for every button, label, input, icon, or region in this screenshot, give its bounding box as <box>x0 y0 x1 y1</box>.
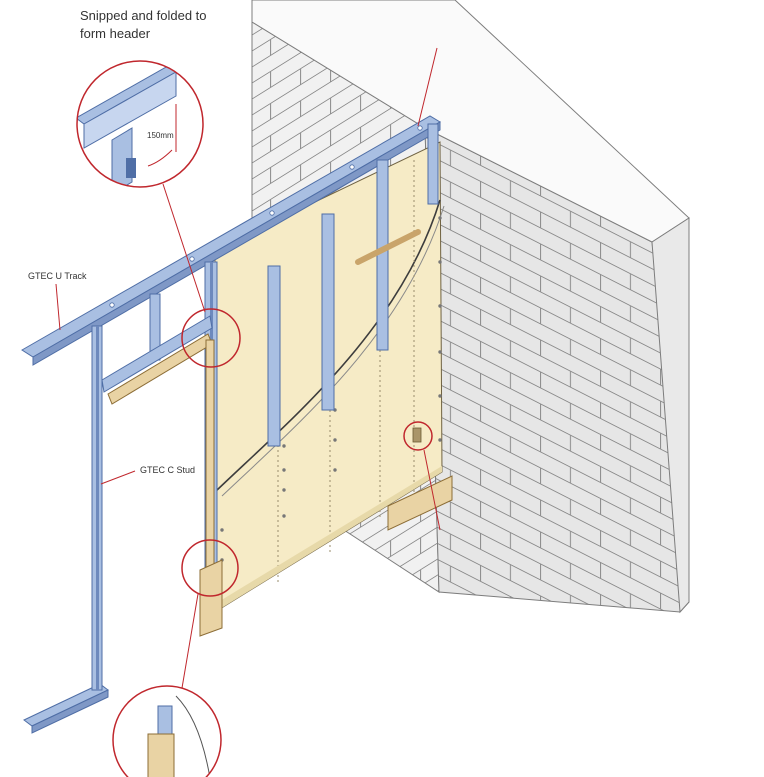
callout-leader <box>417 47 438 127</box>
caption-line-1: Snipped and folded to <box>80 8 207 23</box>
plasterboard-cut-edge <box>214 199 441 493</box>
base-detail-callout <box>112 685 222 777</box>
dimension-label: 150mm <box>147 131 174 140</box>
callouts <box>55 47 441 777</box>
steel-framing <box>21 115 453 734</box>
u-track-head-flange <box>32 121 441 366</box>
c-stud <box>267 265 281 447</box>
skirting-timber <box>387 475 453 531</box>
board-fixings <box>220 216 442 562</box>
plasterboard-cut-edge-inner <box>221 205 445 497</box>
label-leader <box>55 283 61 331</box>
label-leader <box>100 470 136 485</box>
u-track-label: GTEC U Track <box>28 271 87 281</box>
c-stud <box>321 213 335 411</box>
u-track-floor-flange <box>31 689 109 734</box>
c-stud <box>427 123 439 205</box>
callout-leader <box>162 183 206 313</box>
header-detail-callout <box>76 60 204 188</box>
c-stud-web <box>96 326 99 690</box>
base-junction-callout <box>181 539 239 597</box>
door-frame-timber <box>199 559 223 637</box>
skirting-fixing-callout <box>403 421 433 451</box>
fixing-bracket <box>412 427 422 443</box>
door-header <box>101 315 213 393</box>
c-stud-label: GTEC C Stud <box>140 465 196 475</box>
board-base-edge <box>215 466 442 612</box>
header-detail-caption: Snipped and folded to form header <box>80 7 250 43</box>
caption-line-2: form header <box>80 26 151 41</box>
masonry-end-face <box>651 217 690 614</box>
callout-leader <box>423 449 441 531</box>
callout-leader <box>181 593 199 689</box>
service-conduit <box>355 229 421 265</box>
header-junction-callout <box>181 308 241 368</box>
track-fixing-holes <box>109 125 423 308</box>
